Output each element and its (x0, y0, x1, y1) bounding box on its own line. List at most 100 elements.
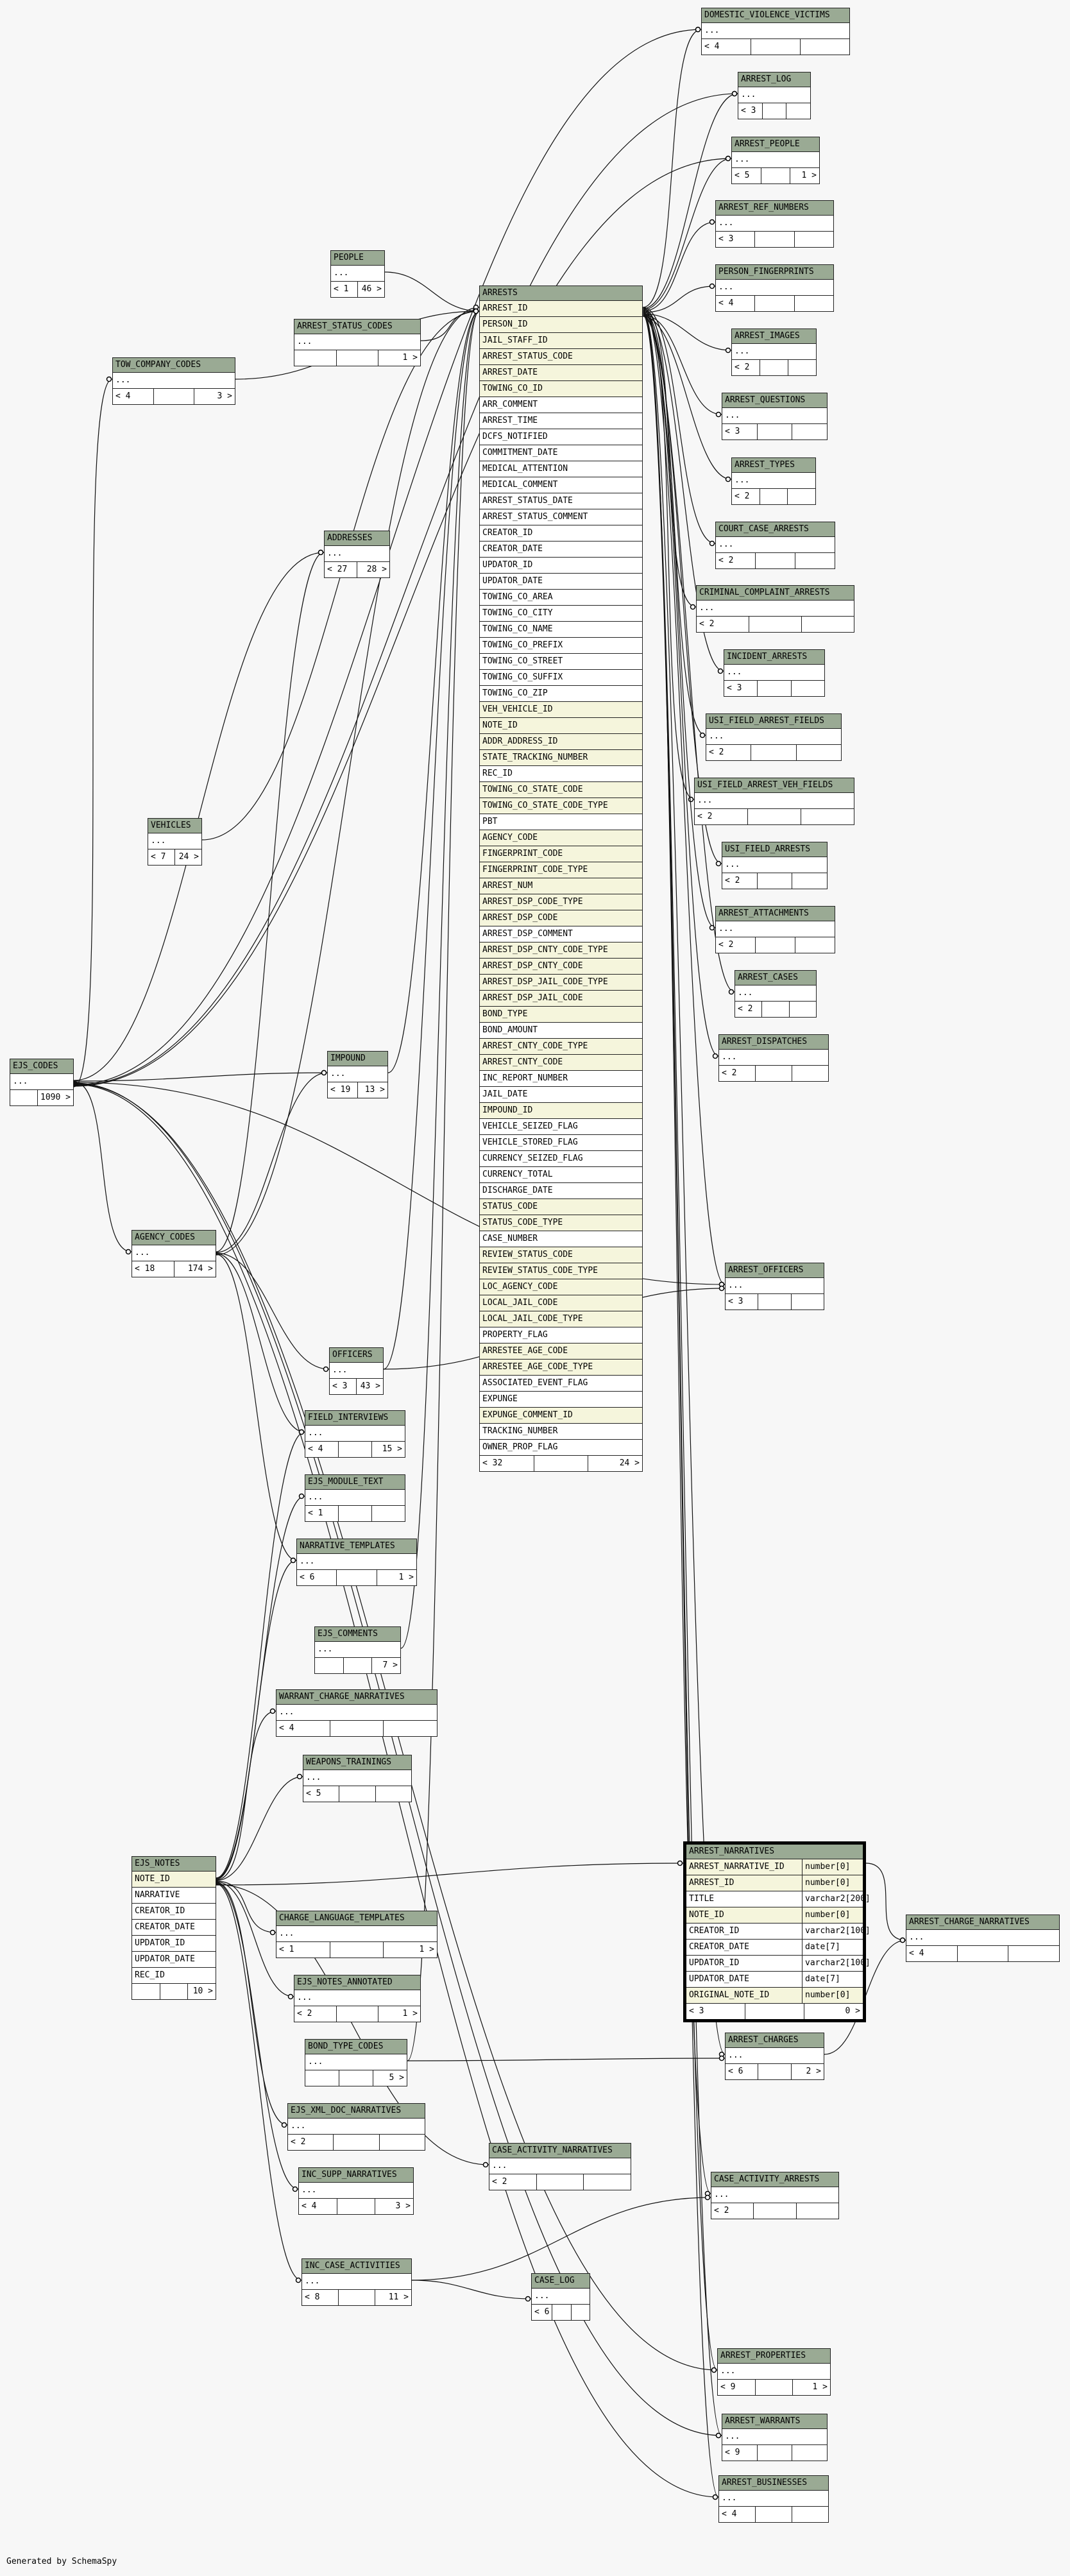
table-name[interactable]: ARREST_CHARGES (726, 2033, 824, 2048)
collapsed-columns[interactable]: ... (305, 2054, 407, 2070)
table-domestic-violence-victims[interactable]: DOMESTIC_VIOLENCE_VICTIMS...< 4 (701, 8, 850, 55)
column-row[interactable]: NARRATIVE (132, 1888, 216, 1904)
column-row[interactable]: CREATOR_DATE (132, 1920, 216, 1936)
table-name[interactable]: CASE_ACTIVITY_NARRATIVES (489, 2144, 631, 2158)
collapsed-columns[interactable]: ... (148, 833, 201, 849)
collapsed-columns[interactable]: ... (711, 2187, 838, 2203)
table-name[interactable]: ARREST_PROPERTIES (718, 2349, 830, 2364)
column-row[interactable]: BOND_AMOUNT (480, 1023, 642, 1039)
table-name[interactable]: CASE_LOG (532, 2274, 590, 2289)
column-row[interactable]: FINGERPRINT_CODE_TYPE (480, 862, 642, 878)
table-name[interactable]: ARREST_QUESTIONS (722, 393, 827, 408)
collapsed-columns[interactable]: ... (297, 1554, 416, 1570)
column-row[interactable]: CREATOR_ID (480, 525, 642, 542)
collapsed-columns[interactable]: ... (330, 1363, 383, 1379)
table-ejs-module-text[interactable]: EJS_MODULE_TEXT...< 1 (305, 1474, 405, 1522)
column-row[interactable]: IMPOUND_ID (480, 1103, 642, 1119)
table-arrest-status-codes[interactable]: ARREST_STATUS_CODES...1 > (294, 319, 421, 366)
column-row[interactable]: OWNER_PROP_FLAG (480, 1440, 642, 1456)
column-row[interactable]: ARREST_CNTY_CODE_TYPE (480, 1039, 642, 1055)
column-row[interactable]: TRACKING_NUMBER (480, 1424, 642, 1440)
collapsed-columns[interactable]: ... (288, 2119, 425, 2135)
collapsed-columns[interactable]: ... (722, 408, 827, 424)
column-row[interactable]: STATUS_CODE_TYPE (480, 1215, 642, 1231)
table-arrest-cases[interactable]: ARREST_CASES...< 2 (735, 970, 817, 1018)
table-name[interactable]: AGENCY_CODES (132, 1231, 216, 1245)
column-row[interactable]: TOWING_CO_SUFFIX (480, 670, 642, 686)
column-row[interactable]: VEH_VEHICLE_ID (480, 702, 642, 718)
collapsed-columns[interactable]: ... (489, 2158, 631, 2174)
table-person-fingerprints[interactable]: PERSON_FINGERPRINTS...< 4 (715, 264, 834, 312)
table-arrest-charge-narratives[interactable]: ARREST_CHARGE_NARRATIVES...< 4 (906, 1915, 1060, 1962)
column-row[interactable]: ARREST_DSP_JAIL_CODE (480, 991, 642, 1007)
collapsed-columns[interactable]: ... (10, 1074, 73, 1090)
table-arrest-images[interactable]: ARREST_IMAGES...< 2 (731, 328, 817, 376)
column-row[interactable]: JAIL_STAFF_ID (480, 333, 642, 349)
table-name[interactable]: TOW_COMPANY_CODES (113, 358, 235, 373)
table-name[interactable]: BOND_TYPE_CODES (305, 2040, 407, 2054)
table-name[interactable]: COURT_CASE_ARRESTS (716, 522, 835, 537)
collapsed-columns[interactable]: ... (303, 1770, 411, 1786)
table-name[interactable]: ARREST_BUSINESSES (719, 2476, 828, 2491)
column-row[interactable]: ARREST_STATUS_COMMENT (480, 509, 642, 525)
table-name[interactable]: ARREST_STATUS_CODES (294, 320, 420, 334)
table-name[interactable]: EJS_CODES (10, 1059, 73, 1074)
column-row[interactable]: ARRESTEE_AGE_CODE_TYPE (480, 1360, 642, 1376)
column-row[interactable]: NOTE_ID (480, 718, 642, 734)
column-row[interactable]: TOWING_CO_NAME (480, 622, 642, 638)
column-row[interactable]: TOWING_CO_STATE_CODE_TYPE (480, 798, 642, 814)
column-row[interactable]: ASSOCIATED_EVENT_FLAG (480, 1376, 642, 1392)
table-name[interactable]: EJS_NOTES_ANNOTATED (294, 1975, 420, 1990)
column-row[interactable]: TOWING_CO_CITY (480, 606, 642, 622)
table-case-log[interactable]: CASE_LOG...< 6 (531, 2273, 590, 2321)
table-name[interactable]: INCIDENT_ARRESTS (724, 650, 824, 665)
collapsed-columns[interactable]: ... (276, 1926, 437, 1942)
table-name[interactable]: ARRESTS (480, 286, 642, 301)
column-row[interactable]: FINGERPRINT_CODE (480, 846, 642, 862)
collapsed-columns[interactable]: ... (276, 1705, 437, 1721)
column-row[interactable]: TOWING_CO_ZIP (480, 686, 642, 702)
table-name[interactable]: ARREST_REF_NUMBERS (716, 201, 833, 216)
table-name[interactable]: PEOPLE (331, 251, 384, 266)
column-row[interactable]: ARREST_TIME (480, 413, 642, 429)
collapsed-columns[interactable]: ... (718, 2364, 830, 2380)
column-row[interactable]: DCFS_NOTIFIED (480, 429, 642, 445)
collapsed-columns[interactable]: ... (735, 985, 816, 1002)
collapsed-columns[interactable]: ... (719, 1050, 828, 1066)
table-name[interactable]: ARREST_WARRANTS (722, 2414, 827, 2429)
column-row[interactable]: CURRENCY_SEIZED_FLAG (480, 1151, 642, 1167)
column-row[interactable]: ARREST_DSP_CNTY_CODE (480, 959, 642, 975)
collapsed-columns[interactable]: ... (328, 1066, 387, 1082)
table-name[interactable]: ARREST_TYPES (732, 458, 815, 473)
table-name[interactable]: INC_SUPP_NARRATIVES (299, 2168, 413, 2183)
column-row[interactable]: CURRENCY_TOTAL (480, 1167, 642, 1183)
table-name[interactable]: IMPOUND (328, 1052, 387, 1066)
collapsed-columns[interactable]: ... (294, 1990, 420, 2006)
table-name[interactable]: EJS_MODULE_TEXT (305, 1475, 405, 1490)
collapsed-columns[interactable]: ... (722, 2429, 827, 2445)
collapsed-columns[interactable]: ... (302, 2274, 411, 2290)
collapsed-columns[interactable]: ... (722, 857, 827, 873)
column-row[interactable]: ARREST_NUM (480, 878, 642, 894)
collapsed-columns[interactable]: ... (706, 729, 841, 745)
column-row[interactable]: EXPUNGE (480, 1392, 642, 1408)
table-name[interactable]: CASE_ACTIVITY_ARRESTS (711, 2172, 838, 2187)
collapsed-columns[interactable]: ... (732, 473, 815, 489)
table-arrest-officers[interactable]: ARREST_OFFICERS...< 3 (725, 1263, 824, 1310)
collapsed-columns[interactable]: ... (732, 344, 816, 360)
table-arrest-attachments[interactable]: ARREST_ATTACHMENTS...< 2 (715, 906, 835, 953)
